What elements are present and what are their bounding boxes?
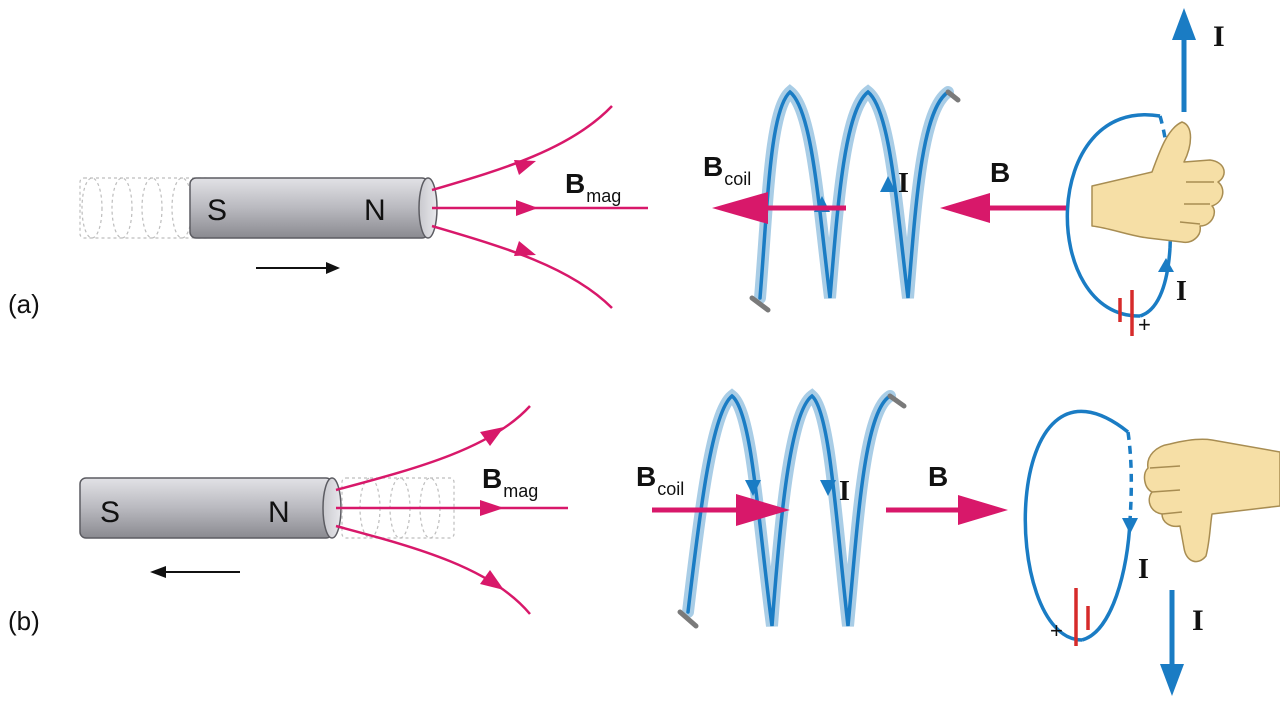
motion-arrowhead-icon [326, 262, 340, 274]
battery-a-plus: + [1138, 312, 1151, 337]
loop-b-current-label: I [1138, 554, 1149, 585]
thumbs-up-hand-icon [1091, 121, 1225, 244]
panel-b: (b) S N Bmag [8, 388, 1280, 696]
magnet-b-field-arrowheads [480, 427, 504, 590]
bcoil-a-label: Bcoil [703, 151, 751, 189]
down-current-arrowhead-icon [1160, 664, 1184, 696]
coil-a-current-label: I [898, 168, 909, 199]
b-a-arrowhead-icon [940, 193, 990, 223]
up-current-arrowhead-icon [1172, 8, 1196, 40]
b-b-arrowhead-icon [958, 495, 1008, 525]
motion-b-arrowhead-icon [150, 566, 166, 578]
coil-a [749, 84, 961, 313]
panel-a: (a) S N Bmag [8, 8, 1225, 337]
battery-a-icon [1118, 290, 1134, 336]
thumbs-down-hand-icon [1143, 438, 1280, 563]
bcoil-a-arrowhead-icon [712, 192, 768, 224]
magnet-a-field-lines [431, 105, 648, 309]
bar-magnet-a: S N [189, 177, 438, 239]
panel-b-tag: (b) [8, 606, 40, 636]
magnet-b-south-pole: S [100, 496, 120, 529]
magnet-a-field-arrowheads [514, 160, 538, 256]
magnet-b-field-lines [335, 405, 568, 615]
b-a-label: B [990, 157, 1010, 188]
bar-magnet-b: S N [79, 477, 342, 539]
magnet-a-south-pole: S [207, 194, 227, 227]
coil-b [677, 388, 907, 629]
panel-a-tag: (a) [8, 289, 40, 319]
loop-a-current-arrow-icon [1158, 258, 1174, 272]
coil-a-current-arrow2-icon [880, 176, 896, 192]
magnet-a-north-pole: N [364, 194, 386, 227]
loop-b-current-arrow-icon [1122, 518, 1138, 534]
loop-a-current-label: I [1176, 276, 1187, 307]
bcoil-b-arrowhead-icon [736, 494, 790, 526]
coil-b-current-label: I [839, 476, 850, 507]
bmag-b-label: Bmag [482, 463, 538, 501]
bcoil-b-label: Bcoil [636, 461, 684, 499]
coil-b-current-arrow2-icon [820, 480, 836, 496]
up-current-label: I [1213, 20, 1225, 53]
magnet-b-north-pole: N [268, 496, 290, 529]
bmag-a-label: Bmag [565, 168, 621, 206]
down-current-label: I [1192, 604, 1204, 637]
battery-b-icon [1074, 588, 1090, 646]
b-b-label: B [928, 461, 948, 492]
battery-b-plus: + [1050, 618, 1063, 643]
coil-b-current-arrow-icon [745, 480, 761, 496]
current-loop-b [1023, 409, 1134, 642]
